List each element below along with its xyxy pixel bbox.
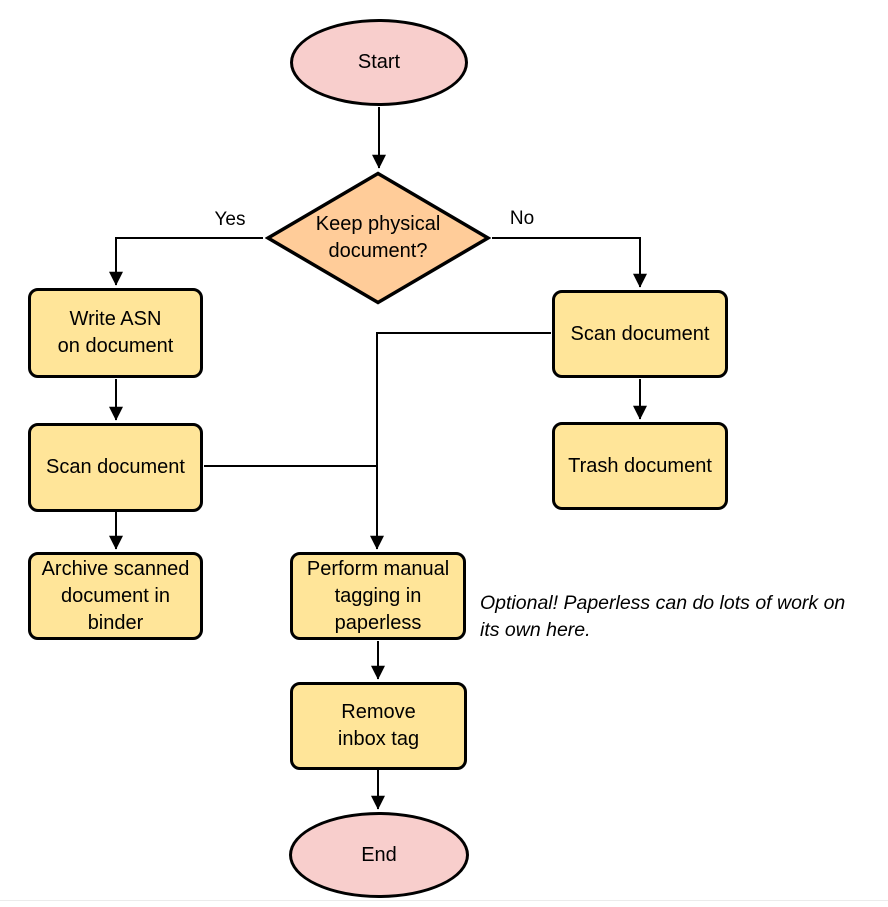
end-node: End [289, 812, 469, 898]
edge-scan-right-to-tagging [370, 332, 551, 550]
edge-label-yes: Yes [214, 209, 246, 230]
process-node-label: Scan document [570, 322, 710, 345]
process-node-scan-document-right: Scan document [552, 290, 728, 378]
process-node-label: Remove inbox tag [337, 701, 420, 750]
decision-node-keep-physical-document: Keep physical document? [265, 171, 491, 305]
process-node-label: Archive scanned document in binder [41, 557, 190, 634]
edge-label-no: No [509, 208, 535, 229]
process-node-label: Perform manual tagging in paperless [306, 557, 450, 634]
end-node-label: End [361, 843, 397, 866]
annotation-optional-note: Optional! Paperless can do lots of work … [480, 592, 846, 641]
diamond-shape [265, 171, 491, 305]
process-node-manual-tagging: Perform manual tagging in paperless [290, 552, 466, 640]
start-node-label: Start [357, 51, 401, 73]
process-node-label: Write ASN on document [57, 308, 174, 357]
process-node-label: Scan document [46, 456, 185, 478]
edge-decision-no-to-scan-right [492, 237, 647, 288]
process-node-write-asn: Write ASN on document [28, 288, 203, 378]
process-node-remove-inbox-tag: Remove inbox tag [290, 682, 467, 770]
start-node: Start [290, 19, 468, 106]
bottom-divider [0, 900, 888, 901]
decision-node-label: Keep physical document? [315, 213, 441, 262]
edge-decision-yes-to-write-asn [109, 237, 263, 286]
process-node-trash-document: Trash document [552, 422, 728, 510]
process-node-label: Trash document [568, 454, 712, 477]
process-node-scan-document-left: Scan document [28, 423, 203, 512]
process-node-archive-scanned-document: Archive scanned document in binder [28, 552, 203, 640]
